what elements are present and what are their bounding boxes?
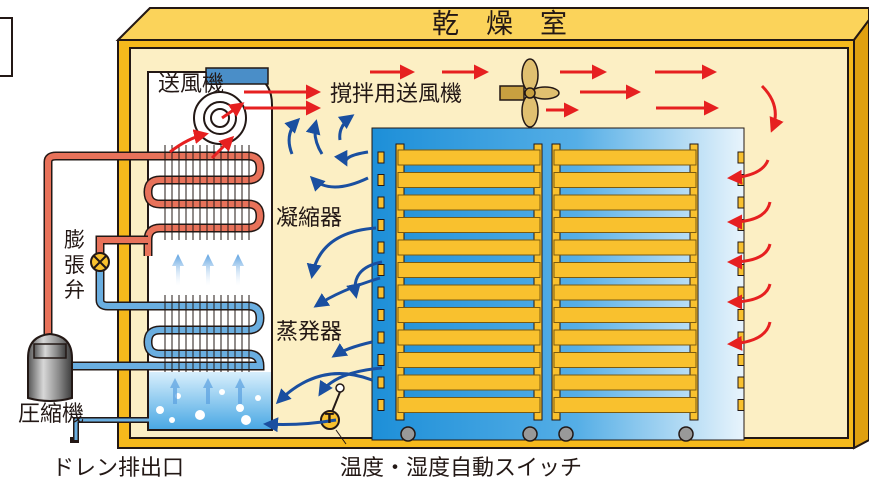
drying-tray [553,262,697,278]
evaporator-fins [164,295,250,375]
drying-tray [397,239,541,256]
drying-tray [553,329,697,346]
rack-edge-tab [377,196,385,209]
drying-tray [553,307,697,323]
rack-edge-tab [377,219,385,231]
rack-edge-tab [377,241,385,254]
drying-tray [553,374,697,391]
tray-post [551,143,561,421]
rack-edge-tab [737,399,745,411]
drying-tray [553,194,697,211]
drying-tray [397,217,541,233]
refrigerant-piping [43,151,265,371]
compressor-icon [27,332,73,402]
expansion-valve-label: 膨張弁 [64,228,85,302]
drying-tray [397,284,541,301]
rack-edge-tab [377,286,385,299]
drying-tray [553,284,697,301]
rack-edge-tab [737,196,745,209]
thermo-switch-mark: T [325,412,334,427]
stir-fan-label: 撹拌用送風機 [330,82,463,107]
rack-edge-tab [377,174,385,186]
drying-tray [397,352,541,368]
tray-post [689,143,699,421]
drying-tray [397,329,541,346]
rack-edge-tab [377,331,385,344]
tray-post [533,143,543,421]
rack-edge-tab [377,354,385,366]
water-tank [149,372,271,429]
cool-airflow-arrows [263,114,383,433]
expansion-valve-icon [90,252,110,272]
rack-edge-tab [737,309,745,321]
corner-box [0,17,13,77]
room-title: 乾 燥 室 [432,9,567,40]
drying-tray [553,217,697,233]
thermo-switch-label: 温度・湿度自動スイッチ [340,456,583,481]
condenser-label: 凝縮器 [276,206,343,231]
rack-edge-tab [737,354,745,366]
drying-tray [397,374,541,391]
blower-label: 送風機 [158,72,225,97]
drying-tray [553,172,697,188]
drain-label: ドレン排出口 [52,456,185,481]
drying-tray [397,262,541,278]
rack-edge-tab [737,241,745,254]
rack-edge-tab [377,309,385,321]
tray-post [395,143,405,421]
rack-wheels [400,426,694,442]
rack-edge-tab [737,376,745,389]
drying-tray [397,307,541,323]
hot-airflow-arrows [169,64,784,351]
rack-edge-tab [377,151,385,164]
drying-tray [397,397,541,413]
drying-tray [553,239,697,256]
condenser-fins [164,145,250,240]
rack-edge-tab [377,376,385,389]
drying-tray [553,149,697,166]
rack-edge-tab [377,264,385,276]
rack-edge-tab [377,399,385,411]
drying-trays [377,143,745,421]
compressor-label: 圧縮機 [18,402,85,427]
rack-edge-tab [737,151,745,164]
evaporator-label: 蒸発器 [276,320,343,345]
drying-tray [553,397,697,413]
updraft-arrows [172,254,244,286]
drying-tray [397,149,541,166]
drying-tray [553,352,697,368]
rack-edge-tab [737,264,745,276]
drying-tray [397,194,541,211]
rack-edge-tab [737,286,745,299]
drying-tray [397,172,541,188]
stir-fan-icon [499,58,560,128]
